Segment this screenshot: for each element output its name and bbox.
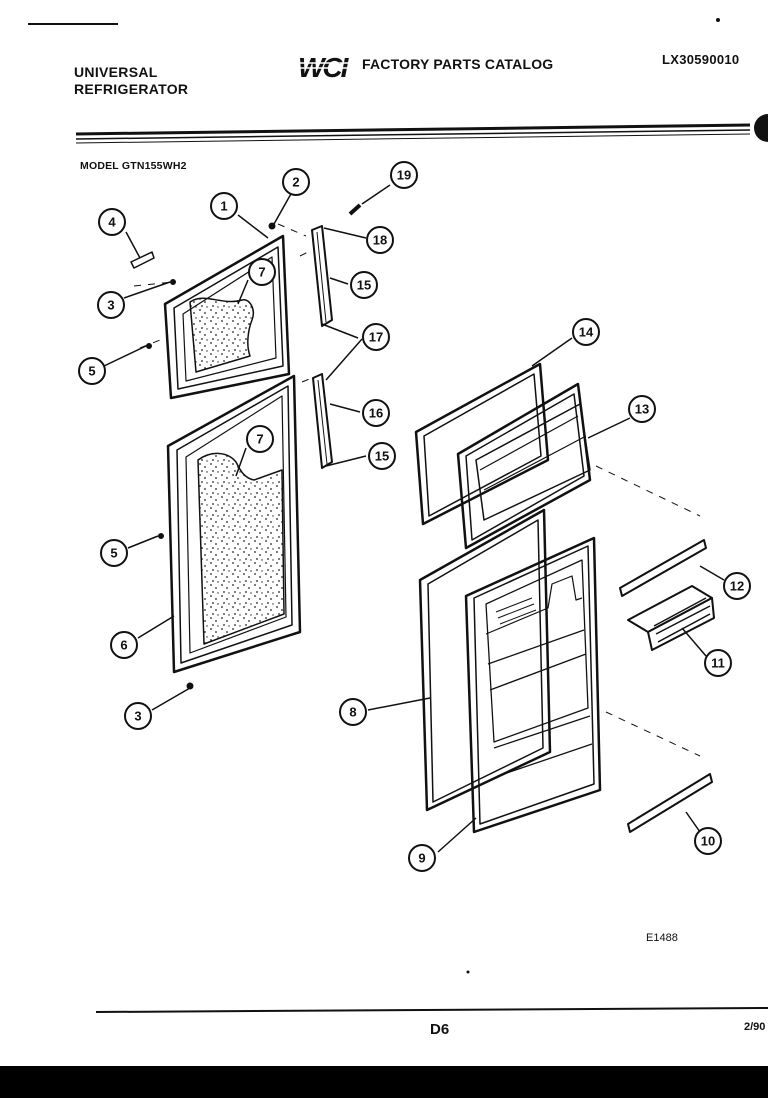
svg-text:13: 13 — [635, 402, 649, 417]
brand-line-2: REFRIGERATOR — [74, 81, 189, 97]
svg-text:12: 12 — [730, 579, 744, 594]
callout-5-upper: 5 — [78, 357, 106, 385]
brand-line-1: UNIVERSAL — [74, 64, 158, 80]
svg-text:2: 2 — [292, 175, 299, 190]
svg-text:11: 11 — [711, 656, 725, 671]
callout-1: 1 — [210, 192, 238, 220]
catalog-title: FACTORY PARTS CATALOG — [362, 56, 554, 72]
brand-name: UNIVERSAL REFRIGERATOR — [74, 64, 188, 98]
callout-13: 13 — [628, 395, 656, 423]
svg-text:6: 6 — [120, 638, 127, 653]
svg-text:4: 4 — [108, 215, 116, 230]
upper-shelf-bar — [619, 539, 707, 597]
lower-door-handle — [312, 373, 333, 469]
page-date: 2/90 — [744, 1021, 766, 1033]
freezer-door — [163, 234, 291, 400]
svg-text:7: 7 — [256, 432, 263, 447]
svg-text:15: 15 — [375, 449, 389, 464]
svg-text:19: 19 — [397, 168, 411, 183]
footer-rule — [95, 1007, 768, 1013]
page-number: D6 — [430, 1021, 450, 1038]
binder-hole-icon — [754, 114, 768, 142]
exploded-view: 1 2 19 4 18 7 15 3 17 5 14 16 13 7 15 5 … — [28, 18, 768, 1013]
lower-shelf-bar — [627, 773, 713, 833]
fresh-food-door-gasket — [418, 508, 552, 812]
speck — [466, 970, 470, 974]
catalog-number: LX30590010 — [662, 52, 740, 67]
svg-text:5: 5 — [110, 546, 117, 561]
callout-18: 18 — [366, 226, 394, 254]
svg-text:5: 5 — [88, 364, 95, 379]
svg-text:15: 15 — [357, 278, 371, 293]
svg-text:10: 10 — [701, 834, 715, 849]
screw-part — [348, 203, 362, 216]
svg-text:14: 14 — [579, 325, 594, 340]
leader-lines — [103, 184, 725, 853]
callout-9: 9 — [408, 844, 436, 872]
upper-door-handle — [311, 225, 333, 327]
model-label: MODEL GTN155WH2 — [80, 160, 187, 172]
svg-text:8: 8 — [349, 705, 356, 720]
svg-text:3: 3 — [134, 709, 141, 724]
svg-text:17: 17 — [369, 330, 383, 345]
callout-16: 16 — [362, 399, 390, 427]
callout-3-lower: 3 — [124, 702, 152, 730]
wci-logo: WCI — [298, 52, 356, 82]
callout-7-upper: 7 — [248, 258, 276, 286]
svg-text:3: 3 — [107, 298, 114, 313]
handle-trim-part — [130, 251, 155, 269]
screw-part — [158, 533, 164, 539]
callout-14: 14 — [572, 318, 600, 346]
speck — [716, 18, 720, 22]
svg-text:1: 1 — [220, 199, 227, 214]
fresh-food-door — [166, 374, 302, 674]
fresh-food-door-insulation — [197, 452, 285, 645]
callout-2: 2 — [282, 168, 310, 196]
callout-11: 11 — [704, 649, 732, 677]
callout-15-upper: 15 — [350, 271, 378, 299]
callout-7-lower: 7 — [246, 425, 274, 453]
svg-text:7: 7 — [258, 265, 265, 280]
screw-part — [146, 343, 152, 349]
screw-part — [186, 682, 194, 690]
callout-10: 10 — [694, 827, 722, 855]
freezer-door-gasket — [414, 362, 550, 526]
screw-part — [268, 222, 276, 230]
svg-text:18: 18 — [373, 233, 387, 248]
callout-3-upper: 3 — [97, 291, 125, 319]
parts-diagram-sheet: UNIVERSAL REFRIGERATOR WCI FACTORY PARTS… — [0, 0, 768, 1066]
freezer-door-liner — [456, 382, 592, 550]
figure-id: E1488 — [646, 932, 678, 944]
dairy-compartment — [627, 585, 715, 651]
screw-part — [170, 279, 176, 285]
callout-19: 19 — [390, 161, 418, 189]
callout-17: 17 — [362, 323, 390, 351]
logo-lettering: WCI — [298, 52, 350, 82]
callout-15-lower: 15 — [368, 442, 396, 470]
header-rule — [75, 123, 751, 144]
freezer-door-insulation — [189, 297, 254, 373]
callout-8: 8 — [339, 698, 367, 726]
callout-6: 6 — [110, 631, 138, 659]
fresh-food-door-liner — [464, 536, 602, 834]
callout-4: 4 — [98, 208, 126, 236]
callout-12: 12 — [723, 572, 751, 600]
callout-5-lower: 5 — [100, 539, 128, 567]
svg-text:16: 16 — [369, 406, 383, 421]
svg-text:9: 9 — [418, 851, 425, 866]
